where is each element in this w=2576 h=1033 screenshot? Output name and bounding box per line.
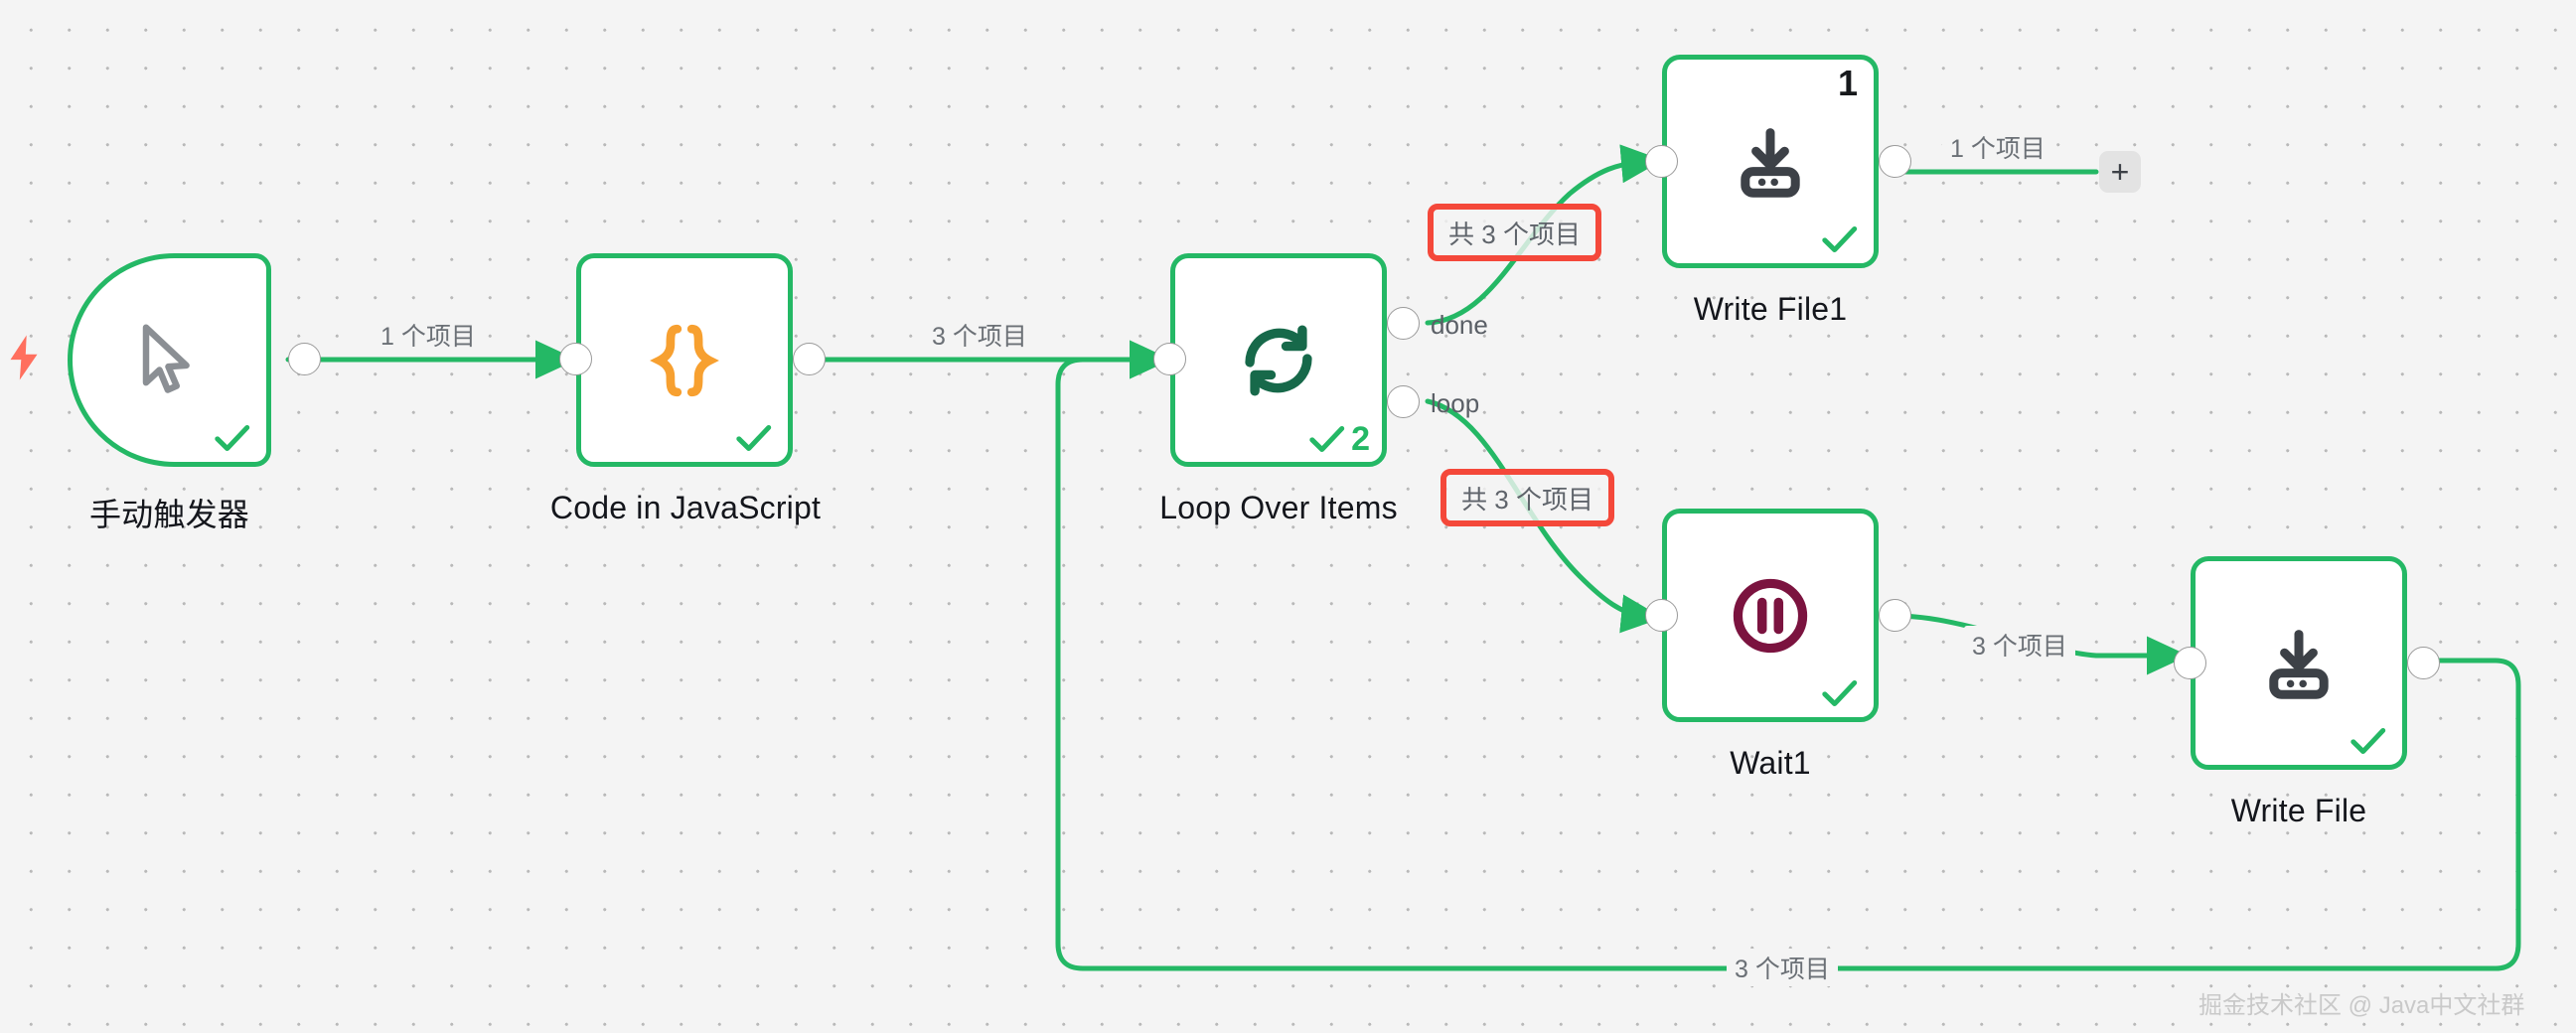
- pause-circle-icon: [1667, 514, 1874, 717]
- node-label-write-file: Write File: [2230, 793, 2367, 828]
- port-loop-output-done[interactable]: [1387, 307, 1420, 340]
- port-wait-1-output[interactable]: [1879, 599, 1911, 632]
- port-wait-1-input[interactable]: [1645, 599, 1678, 632]
- port-label-loop: loop: [1431, 388, 1480, 418]
- node-manual-trigger[interactable]: [68, 253, 271, 467]
- run-count-badge: 1: [1837, 63, 1858, 103]
- port-write-file-output[interactable]: [2407, 647, 2440, 679]
- port-loop-output-loop[interactable]: [1387, 385, 1420, 418]
- port-write-file-1-input[interactable]: [1645, 145, 1678, 178]
- loop-run-count: 2: [1351, 420, 1370, 458]
- port-label-done: done: [1431, 310, 1488, 340]
- port-write-file-input[interactable]: [2174, 647, 2206, 679]
- node-label-write-file-1: Write File1: [1693, 291, 1848, 327]
- node-label-loop-over-items: Loop Over Items: [1159, 490, 1398, 525]
- node-write-file-1[interactable]: 1: [1662, 55, 1879, 268]
- wire-label-trigger-to-code: 1 个项目: [373, 316, 484, 354]
- curly-braces-icon: [581, 258, 788, 462]
- wire-label-writefile-back-to-loop: 3 个项目: [1727, 949, 1838, 986]
- port-loop-input[interactable]: [1153, 343, 1186, 375]
- mouse-cursor-icon: [73, 258, 266, 462]
- wire-label-code-to-loop: 3 个项目: [924, 316, 1035, 354]
- status-check-icon: [2349, 725, 2388, 757]
- status-check-icon: [1820, 677, 1860, 709]
- node-loop-over-items[interactable]: 2: [1170, 253, 1387, 467]
- wire-label-writefile1-to-plus: 1 个项目: [1942, 128, 2053, 166]
- wire-label-wait1-to-writefile: 3 个项目: [1964, 626, 2075, 664]
- lightning-bolt-icon: [6, 335, 42, 385]
- node-label-wait-1: Wait1: [1730, 745, 1811, 781]
- annotation-loop-count: 共 3 个项目: [1440, 469, 1614, 526]
- annotation-done-count: 共 3 个项目: [1428, 204, 1601, 261]
- port-write-file-1-output[interactable]: [1879, 145, 1911, 178]
- watermark: 掘金技术社区 @ Java中文社群: [2198, 992, 2525, 1019]
- save-to-disk-icon: [1667, 60, 1874, 263]
- status-check-icon: [734, 422, 774, 454]
- node-code-in-javascript[interactable]: [576, 253, 793, 467]
- port-code-input[interactable]: [559, 343, 592, 375]
- node-write-file[interactable]: [2191, 556, 2407, 770]
- node-label-manual-trigger: 手动触发器: [88, 497, 249, 532]
- save-to-disk-icon: [2196, 561, 2402, 765]
- port-manual-trigger-output[interactable]: [288, 343, 321, 375]
- node-wait-1[interactable]: [1662, 509, 1879, 722]
- status-check-icon: 2: [1307, 422, 1370, 456]
- status-check-icon: [213, 422, 252, 454]
- add-node-button[interactable]: +: [2099, 151, 2141, 193]
- node-label-code-in-javascript: Code in JavaScript: [549, 490, 822, 525]
- loop-refresh-icon: [1175, 258, 1382, 462]
- port-code-output[interactable]: [793, 343, 826, 375]
- status-check-icon: [1820, 223, 1860, 255]
